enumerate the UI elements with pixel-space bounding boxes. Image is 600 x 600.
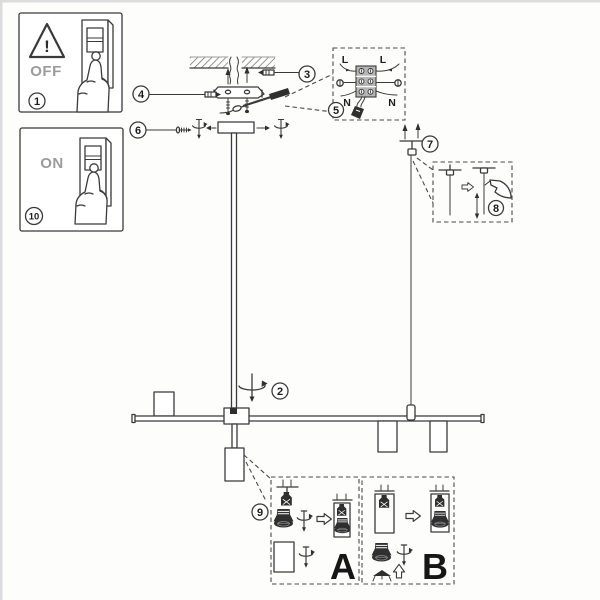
option-a-label: A bbox=[330, 546, 356, 587]
wire-clamp bbox=[406, 404, 416, 421]
detail-leader-lines bbox=[243, 454, 272, 502]
step-1-badge: 1 bbox=[28, 92, 46, 110]
wire-hanger-after bbox=[472, 167, 512, 219]
ceiling-hook-bracket bbox=[399, 140, 425, 150]
screw-up-arrow-icon bbox=[402, 123, 421, 140]
canopy bbox=[217, 121, 255, 134]
live-label: L bbox=[342, 54, 349, 66]
neutral-label: N bbox=[343, 97, 351, 109]
rotate-icon bbox=[298, 546, 316, 569]
assembled-fixture-icon bbox=[332, 493, 353, 538]
arrow-right-icon bbox=[405, 510, 421, 522]
lamp-shade-down bbox=[429, 420, 448, 453]
retainer-clip-icon bbox=[372, 570, 392, 582]
cable-end-icon bbox=[219, 104, 249, 114]
on-label: ON bbox=[40, 155, 64, 172]
step-1-panel: ! OFF 1 bbox=[18, 12, 123, 113]
step-9-bulb-install: 9 A bbox=[243, 454, 455, 587]
wall-anchor-icon bbox=[258, 69, 275, 76]
mains-wires bbox=[228, 56, 240, 85]
scan-edge-top bbox=[0, 0, 600, 3]
live-label: L bbox=[380, 54, 387, 66]
step-5-badge: 5 bbox=[327, 101, 345, 119]
option-b-box: B bbox=[361, 476, 455, 587]
option-a-box: A bbox=[270, 476, 360, 587]
pinching-hand-icon bbox=[489, 179, 512, 199]
step-8-adjust-box: 8 bbox=[432, 161, 513, 223]
scan-edge-left bbox=[0, 0, 3, 600]
rotate-screw-icon bbox=[274, 118, 291, 140]
ceiling-hatch bbox=[242, 57, 275, 68]
neutral-label: N bbox=[388, 97, 396, 109]
arrow-right-icon bbox=[316, 513, 332, 525]
terminal-block bbox=[355, 65, 377, 98]
rotate-icon bbox=[396, 544, 414, 567]
fixture-cable bbox=[351, 96, 366, 119]
fixture-bar-assembly bbox=[131, 391, 485, 482]
wire-hanger-before bbox=[438, 164, 462, 216]
lamp-shade-up bbox=[153, 391, 175, 417]
detail-leader-lines bbox=[284, 73, 334, 113]
bar-end-cap bbox=[480, 413, 485, 424]
shade-sleeve-icon bbox=[273, 541, 295, 573]
step-5-wiring-box: L L N N bbox=[327, 47, 406, 121]
svg-text:7: 7 bbox=[427, 139, 433, 151]
svg-text:4: 4 bbox=[138, 89, 145, 101]
svg-text:10: 10 bbox=[29, 212, 40, 223]
socket-hanger-icon bbox=[276, 479, 299, 506]
svg-text:1: 1 bbox=[34, 96, 40, 108]
step-2-rotate: 2 bbox=[238, 373, 289, 402]
warning-triangle-icon bbox=[28, 22, 66, 59]
rotate-screw-icon bbox=[192, 118, 209, 140]
step-4-callout: 4 bbox=[132, 85, 221, 103]
lamp-shade-down bbox=[377, 420, 398, 453]
step-7-suspension: 7 bbox=[399, 123, 439, 407]
svg-text:8: 8 bbox=[493, 203, 499, 215]
step-8-badge: 8 bbox=[487, 199, 505, 217]
svg-text:2: 2 bbox=[277, 386, 283, 398]
assembled-fixture-icon bbox=[429, 484, 450, 533]
step-7-badge: 7 bbox=[421, 135, 439, 153]
svg-text:9: 9 bbox=[257, 507, 263, 519]
detail-leader-lines bbox=[412, 157, 434, 204]
fixture-bar bbox=[133, 415, 483, 422]
svg-text:6: 6 bbox=[135, 125, 141, 137]
rotate-icon bbox=[296, 510, 314, 533]
stem-rod bbox=[230, 132, 238, 409]
lamp-shade-pendant bbox=[224, 447, 245, 482]
arrow-up-icon bbox=[392, 563, 406, 579]
ceiling-mounting: 4 3 bbox=[132, 56, 334, 116]
step-6-badge: 6 bbox=[129, 121, 147, 139]
step-3-callout: 3 bbox=[258, 65, 316, 83]
ceiling-hatch bbox=[190, 57, 228, 68]
ground-screw-icon bbox=[336, 79, 402, 87]
locking-screw-icon bbox=[175, 126, 193, 134]
step-2-badge: 2 bbox=[271, 382, 289, 400]
step-10-badge: 10 bbox=[24, 206, 44, 226]
wires bbox=[339, 63, 400, 97]
rotate-arrow-icon bbox=[238, 384, 266, 391]
arrow-left-icon bbox=[206, 125, 217, 131]
gu10-bulb-icon bbox=[371, 542, 392, 563]
svg-text:5: 5 bbox=[333, 105, 339, 117]
svg-text:3: 3 bbox=[304, 69, 310, 81]
off-label: OFF bbox=[30, 63, 62, 80]
arrow-right-icon bbox=[256, 125, 270, 131]
warning-mark: ! bbox=[44, 37, 50, 56]
pendant-rod bbox=[231, 423, 238, 449]
step-10-panel: ON 10 bbox=[19, 127, 124, 232]
shade-with-socket-icon bbox=[374, 484, 395, 534]
gu10-bulb-icon bbox=[273, 508, 294, 529]
set-screw bbox=[230, 408, 237, 414]
step-6-canopy: 6 bbox=[129, 118, 291, 140]
step-9-badge: 9 bbox=[251, 503, 269, 521]
mounting-bracket bbox=[211, 86, 265, 99]
option-b-label: B bbox=[422, 546, 448, 587]
bar-end-cap bbox=[131, 413, 136, 424]
arrow-right-icon bbox=[461, 182, 474, 192]
wall-anchor-icon bbox=[204, 91, 221, 98]
screw-up-arrow-icon bbox=[225, 66, 250, 85]
